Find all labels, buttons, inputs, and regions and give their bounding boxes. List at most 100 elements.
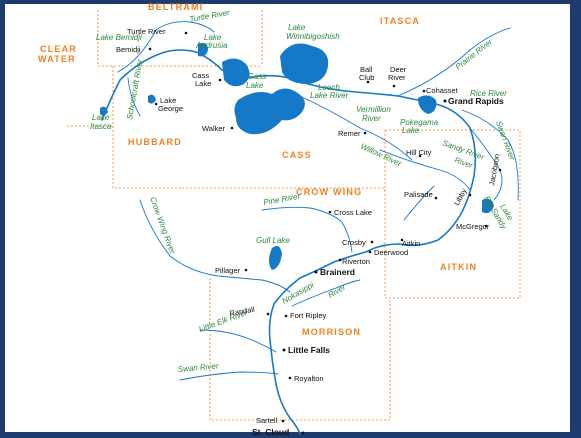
town-label-remer: Remer <box>338 129 361 138</box>
water-label-pokegama-2: Lake <box>402 126 420 135</box>
town-dot-st-cloud <box>301 431 305 435</box>
town-label-turtle-river: Turtle River <box>127 27 166 36</box>
town-label-royalton: Royalton <box>294 374 324 383</box>
county-label-clearwater-1: CLEAR <box>40 44 77 54</box>
rice-river-line <box>403 185 435 221</box>
county-label-cass: CASS <box>282 150 312 160</box>
town-label-cross-lake: Cross Lake <box>334 208 372 217</box>
town-label-ball-club-2: Club <box>359 73 374 82</box>
county-label-hubbard: HUBBARD <box>128 137 182 147</box>
town-label-hill-city: Hill City <box>406 148 432 157</box>
leech-lake-shape <box>234 88 305 135</box>
town-dot-mcgregor <box>484 224 488 228</box>
town-dot-riverton <box>338 258 342 262</box>
towns: Turtle River Bemidji Cass Lake Ball Club… <box>116 27 504 437</box>
town-label-st-cloud: St. Cloud <box>252 427 289 437</box>
pokegama-lake-shape <box>418 95 437 114</box>
town-dot-jacobson <box>498 168 502 172</box>
little-elk-river-line <box>199 329 277 353</box>
town-label-mcgregor: McGregor <box>456 222 490 231</box>
water-label-vermillion-2: River <box>362 114 381 123</box>
aitkin-west-boundary <box>384 130 465 299</box>
lake-george-shape <box>148 94 156 104</box>
town-dot-palisade <box>434 196 438 200</box>
water-label-swan-river-south: Swan River <box>177 361 219 374</box>
town-label-deer-river-2: River <box>388 73 406 82</box>
town-label-deerwood: Deerwood <box>374 248 408 257</box>
town-dot-cass-lake <box>218 78 222 82</box>
vermillion-river-line <box>299 95 413 161</box>
town-label-sartell: Sartell <box>256 416 278 425</box>
town-dot-aitkin <box>400 238 404 242</box>
water-label-lake-itasca-1: Lake <box>92 113 110 122</box>
water-label-lake-bemidji: Lake Bemidji <box>96 33 142 42</box>
water-label-vermillion-1: Vermillion <box>356 105 391 114</box>
town-dot-hill-city <box>418 154 422 158</box>
pine-river-line <box>261 206 353 253</box>
water-label-pokegama-1: Pokegama <box>400 118 439 127</box>
town-dot-deer-river <box>392 84 396 88</box>
town-dot-fort-ripley <box>284 314 288 318</box>
town-label-palisade: Palisade <box>404 190 433 199</box>
water-label-cass-lake-1: Cass <box>248 72 266 81</box>
town-dot-walker <box>230 126 234 130</box>
town-dot-bemidji <box>148 47 152 51</box>
lakes <box>100 42 494 270</box>
town-label-cass-lake-1: Cass <box>192 71 209 80</box>
county-label-crow-wing: CROW WING <box>296 187 362 197</box>
cass-lake-shape <box>222 58 250 87</box>
town-dot-ball-club <box>366 80 370 84</box>
turtle-river-line <box>117 21 215 73</box>
town-dot-brainerd <box>314 270 318 274</box>
crow-wing-river-line <box>139 199 291 293</box>
water-label-lake-andrusia-1: Lake <box>204 33 222 42</box>
county-label-clearwater-2: WATER <box>38 54 76 64</box>
town-dot-cross-lake <box>328 210 332 214</box>
schoolcraft-river-line <box>127 77 141 117</box>
town-label-cohasset: Cohasset <box>426 86 459 95</box>
town-label-little-falls: Little Falls <box>288 345 330 355</box>
lake-bemidji-shape <box>198 42 208 57</box>
town-dot-libby <box>468 193 472 197</box>
hubbard-boundary <box>65 66 182 189</box>
town-label-fort-ripley: Fort Ripley <box>290 311 327 320</box>
gull-lake-shape <box>269 246 282 270</box>
town-label-lake-george-2: George <box>158 104 183 113</box>
swan-river-north-line <box>461 109 519 201</box>
town-label-brainerd: Brainerd <box>320 267 355 277</box>
town-label-riverton: Riverton <box>342 257 370 266</box>
town-label-grand-rapids: Grand Rapids <box>448 96 504 106</box>
water-label-gull-lake: Gull Lake <box>256 236 290 245</box>
town-label-randall: Randall <box>229 305 256 318</box>
town-dot-cohasset <box>422 89 426 93</box>
water-label-leech-lake-1: Leech <box>318 83 340 92</box>
town-dot-deerwood <box>368 250 372 254</box>
water-label-lake-andrusia-2: Andrusia <box>195 41 228 50</box>
town-label-deer-river-1: Deer <box>390 65 407 74</box>
water-label-lake-itasca-2: Itasca <box>90 122 112 131</box>
town-dot-lake-george <box>154 102 158 106</box>
town-label-aitkin: Aitkin <box>402 239 420 248</box>
prairie-river-line <box>397 27 511 97</box>
town-dot-sartell <box>281 419 285 423</box>
county-label-morrison: MORRISON <box>302 327 361 337</box>
water-label-cass-lake-2: Lake <box>246 81 264 90</box>
town-dot-little-falls <box>282 348 286 352</box>
county-label-beltrami: BELTRAMI <box>148 2 203 12</box>
town-label-ball-club-1: Ball <box>360 65 373 74</box>
water-label-leech-lake-2: Lake River <box>310 91 349 100</box>
county-labels: BELTRAMI ITASCA CLEAR WATER HUBBARD CASS… <box>38 2 476 337</box>
water-label-lake-winnibigoshish-1: Lake <box>288 23 306 32</box>
big-sandy-lake-shape <box>482 198 494 214</box>
town-dot-royalton <box>288 376 292 380</box>
town-dot-remer <box>363 131 367 135</box>
town-dot-randall <box>266 312 270 316</box>
town-dot-pillager <box>244 268 248 272</box>
town-dot-crosby <box>370 240 374 244</box>
town-dot-turtle-river <box>184 31 188 35</box>
county-label-itasca: ITASCA <box>380 16 420 26</box>
mississippi-river <box>101 49 477 435</box>
swan-river-south-line <box>179 371 279 381</box>
